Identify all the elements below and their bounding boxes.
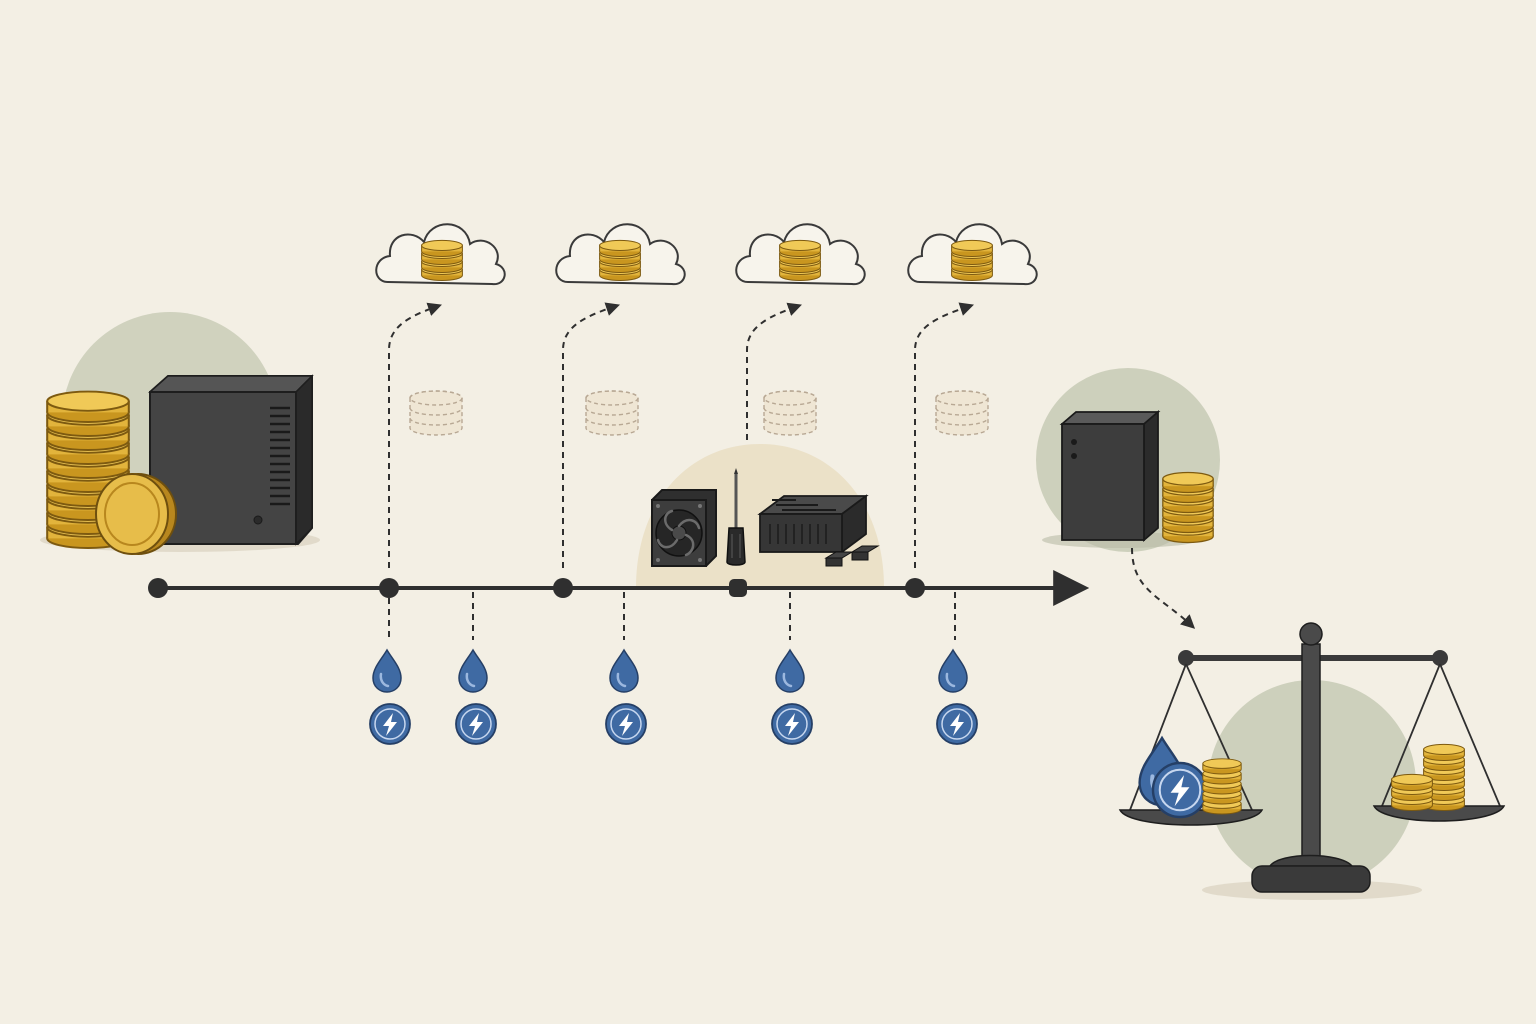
cloud-payment-1	[375, 223, 506, 286]
electricity-bolt-icon	[369, 703, 411, 745]
balance-scale-icon	[1118, 622, 1506, 900]
cloud-payment-3	[735, 223, 866, 286]
timeline-node-maintenance	[729, 579, 747, 597]
operating-cost-3	[605, 648, 647, 745]
dashed-coin-stack-icon	[763, 390, 817, 436]
small-nas-icon	[1059, 410, 1161, 542]
coin-stack-icon	[780, 240, 821, 280]
upfront-cost-group	[40, 312, 320, 555]
coin-stack-icon	[1202, 758, 1242, 815]
coin-stack-icon	[600, 240, 641, 280]
timeline	[148, 570, 1090, 606]
arrow-to-cloud-3	[746, 302, 802, 440]
screwdriver-icon	[726, 468, 746, 566]
water-drop-icon	[371, 648, 403, 694]
electricity-bolt-icon	[605, 703, 647, 745]
cooling-fan-icon	[651, 489, 717, 567]
coin-stack-icon	[952, 240, 993, 280]
nas-server-icon	[148, 374, 314, 546]
dashed-coin-stack-icon	[585, 390, 639, 436]
maintenance-group	[636, 444, 884, 588]
coin-stack-icon	[1391, 773, 1433, 812]
cloud-payment-2	[555, 223, 686, 286]
operating-cost-4	[771, 648, 813, 745]
water-drop-icon	[774, 648, 806, 694]
memory-chip-icon	[824, 545, 880, 567]
timeline-start-node	[148, 578, 168, 598]
cloud-cost-arrows	[388, 302, 974, 568]
timeline-node	[379, 578, 399, 598]
electricity-bolt-icon	[455, 703, 497, 745]
electricity-bolt-icon	[771, 703, 813, 745]
end-state-group	[1036, 368, 1220, 629]
electricity-bolt-icon	[1151, 761, 1209, 819]
water-drop-icon	[457, 648, 489, 694]
operating-cost-5	[936, 648, 978, 745]
arrow-to-cloud-2	[562, 302, 620, 568]
arrow-to-cloud-4	[914, 302, 974, 568]
electricity-bolt-icon	[936, 703, 978, 745]
dashed-coin-stack-icon	[409, 390, 463, 436]
gold-coin-icon	[95, 473, 177, 555]
timeline-node	[905, 578, 925, 598]
water-drop-icon	[937, 648, 969, 694]
mini-pc-icon	[757, 494, 869, 554]
dashed-coin-stack-icon	[935, 390, 989, 436]
arrow-to-cloud-1	[388, 302, 442, 568]
coin-stack-icon	[422, 240, 463, 280]
operating-cost-1	[369, 648, 411, 745]
timeline-node	[553, 578, 573, 598]
coin-stack-icon	[1162, 471, 1214, 544]
cloud-payment-4	[907, 223, 1038, 286]
operating-cost-2	[455, 648, 497, 745]
water-drop-icon	[608, 648, 640, 694]
operating-cost-connectors	[388, 592, 956, 640]
arrow-to-scale	[1131, 547, 1196, 629]
